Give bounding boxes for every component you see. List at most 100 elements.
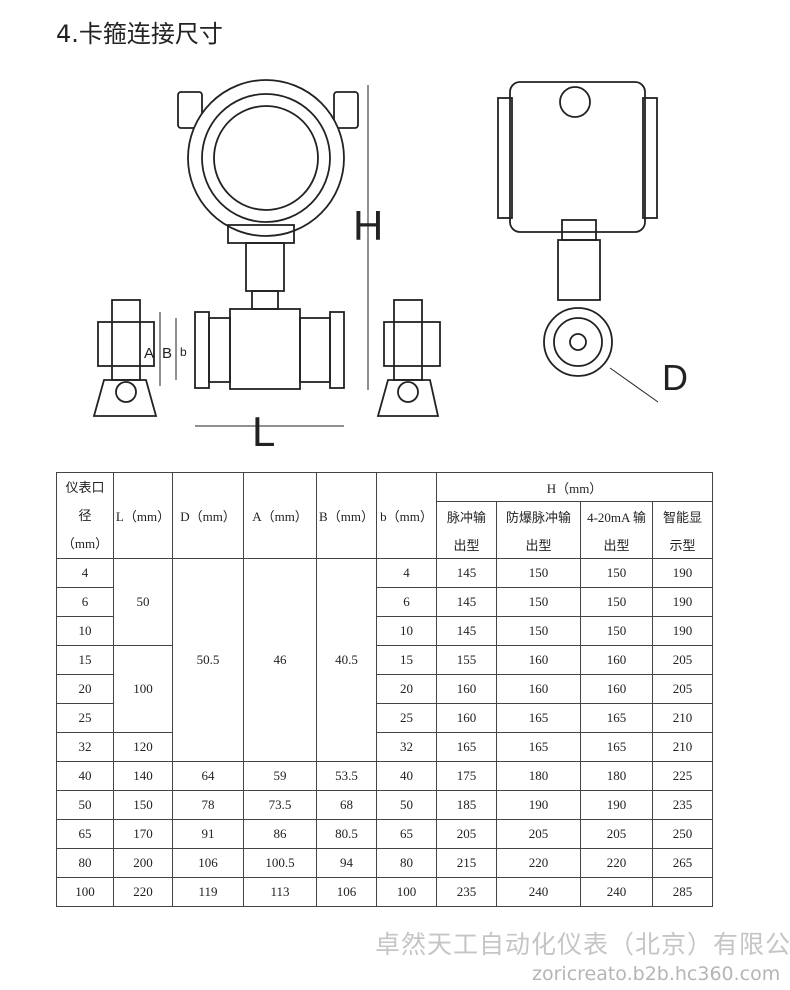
cell-b: 20 — [376, 674, 437, 704]
cell-H: 235 — [652, 790, 713, 820]
cell-H: 165 — [580, 703, 653, 733]
cell-b: 25 — [376, 703, 437, 733]
cell-H: 145 — [436, 558, 497, 588]
header-h-type: 防爆脉冲输 — [496, 501, 581, 530]
cell-B: 80.5 — [316, 819, 377, 849]
cell-H: 180 — [580, 761, 653, 791]
cell-H: 240 — [496, 877, 581, 907]
cell-A: 100.5 — [243, 848, 317, 878]
cell-H: 150 — [496, 587, 581, 617]
cell-H: 250 — [652, 819, 713, 849]
dim-label-H: H — [353, 202, 383, 249]
cell-H: 180 — [496, 761, 581, 791]
cell-H: 210 — [652, 703, 713, 733]
cell-H: 150 — [580, 587, 653, 617]
dim-label-A: A — [144, 345, 154, 362]
cell-dn: 4 — [56, 558, 114, 588]
cell-H: 145 — [436, 587, 497, 617]
cell-H: 160 — [496, 674, 581, 704]
cell-D: 106 — [172, 848, 244, 878]
cell-B: 53.5 — [316, 761, 377, 791]
cell-H: 160 — [496, 645, 581, 675]
cell-L: 200 — [113, 848, 173, 878]
cell-D: 78 — [172, 790, 244, 820]
cell-b: 4 — [376, 558, 437, 588]
cell-H: 165 — [580, 732, 653, 762]
dimension-table: 仪表口 径 （mm） L（mm） D（mm） A（mm） B（mm） b（mm）… — [56, 472, 713, 907]
cell-A: 113 — [243, 877, 317, 907]
header-dn-line: （mm） — [61, 535, 109, 551]
cell-b: 40 — [376, 761, 437, 791]
cell-dn: 6 — [56, 587, 114, 617]
cell-L: 150 — [113, 790, 173, 820]
cell-B: 94 — [316, 848, 377, 878]
cell-b: 10 — [376, 616, 437, 646]
cell-H: 205 — [580, 819, 653, 849]
cell-D: 64 — [172, 761, 244, 791]
cell-H: 165 — [436, 732, 497, 762]
cell-D: 119 — [172, 877, 244, 907]
cell-H: 165 — [496, 732, 581, 762]
cell-dn: 20 — [56, 674, 114, 704]
dim-label-L: L — [252, 408, 275, 450]
cell-L: 100 — [113, 645, 173, 733]
cell-H: 285 — [652, 877, 713, 907]
cell-dn: 40 — [56, 761, 114, 791]
cell-A: 46 — [243, 558, 317, 762]
watermark-url: zoricreato.b2b.hc360.com — [532, 963, 781, 985]
cell-L: 50 — [113, 558, 173, 646]
cell-H: 220 — [496, 848, 581, 878]
cell-H: 215 — [436, 848, 497, 878]
cell-b: 6 — [376, 587, 437, 617]
dim-label-B: B — [162, 345, 172, 362]
cell-B: 68 — [316, 790, 377, 820]
dim-label-D: D — [662, 357, 688, 398]
cell-L: 220 — [113, 877, 173, 907]
cell-dn: 50 — [56, 790, 114, 820]
cell-b: 15 — [376, 645, 437, 675]
header-dn-line: 径 — [78, 507, 92, 523]
cell-H: 185 — [436, 790, 497, 820]
cell-H: 150 — [496, 616, 581, 646]
flowmeter-dimension-drawing: H L A B b D — [92, 79, 688, 450]
cell-H: 190 — [580, 790, 653, 820]
cell-dn: 10 — [56, 616, 114, 646]
front-view — [92, 79, 441, 427]
header-b: b（mm） — [376, 472, 437, 559]
cell-b: 100 — [376, 877, 437, 907]
cell-dn: 80 — [56, 848, 114, 878]
cell-L: 120 — [113, 732, 173, 762]
section-title: 4.卡箍连接尺寸 — [56, 20, 223, 48]
cell-A: 59 — [243, 761, 317, 791]
cell-H: 190 — [652, 587, 713, 617]
header-h-type: 4-20mA 输 — [580, 501, 653, 530]
cell-H: 210 — [652, 732, 713, 762]
cell-dn: 25 — [56, 703, 114, 733]
cell-H: 205 — [496, 819, 581, 849]
header-H: H（mm） — [436, 472, 713, 502]
cell-H: 175 — [436, 761, 497, 791]
cell-H: 160 — [580, 674, 653, 704]
cell-dn: 65 — [56, 819, 114, 849]
cell-H: 235 — [436, 877, 497, 907]
cell-H: 190 — [652, 558, 713, 588]
cell-H: 240 — [580, 877, 653, 907]
cell-H: 160 — [436, 674, 497, 704]
cell-H: 190 — [652, 616, 713, 646]
cell-H: 145 — [436, 616, 497, 646]
header-dn: 仪表口 径 （mm） — [56, 472, 114, 559]
header-h-type: 出型 — [580, 530, 653, 559]
cell-H: 205 — [652, 645, 713, 675]
cell-D: 50.5 — [172, 558, 244, 762]
cell-b: 50 — [376, 790, 437, 820]
cell-dn: 15 — [56, 645, 114, 675]
cell-dn: 32 — [56, 732, 114, 762]
dim-label-b: b — [180, 345, 187, 359]
